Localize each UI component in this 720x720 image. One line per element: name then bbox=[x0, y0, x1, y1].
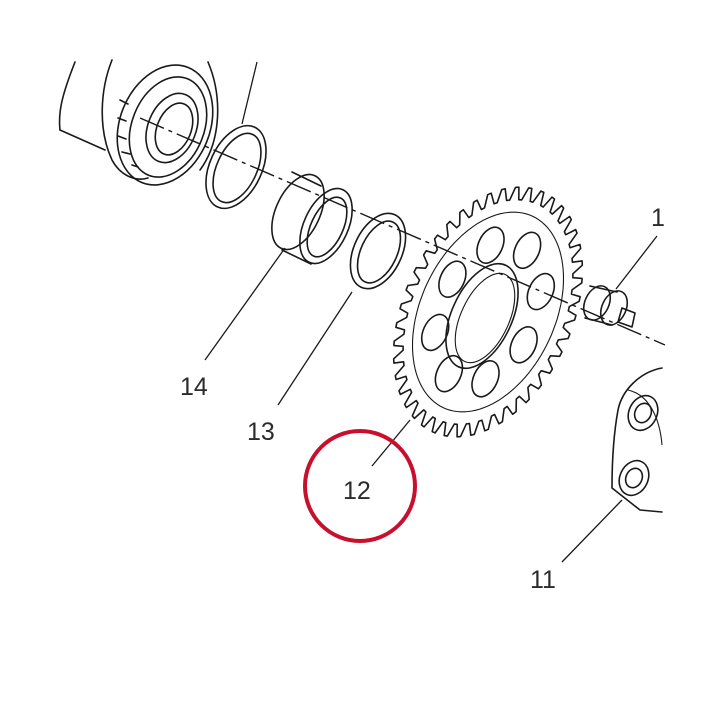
sprocket-lightening-hole bbox=[434, 354, 464, 393]
leader-line-14 bbox=[204, 247, 286, 361]
center-axis bbox=[139, 117, 666, 346]
wheel-hub bbox=[58, 59, 219, 186]
leader-line-11 bbox=[561, 499, 623, 563]
leader-line-1 bbox=[615, 235, 658, 290]
leader-line-top bbox=[241, 61, 258, 125]
spacer-ring bbox=[349, 212, 407, 290]
callout-top-right: 1 bbox=[651, 204, 665, 232]
sprocket-carrier-flange bbox=[611, 367, 663, 513]
leader-line-12 bbox=[371, 419, 411, 467]
flange-bolt bbox=[582, 285, 636, 328]
highlight-circle bbox=[303, 429, 417, 543]
spacer-bushing bbox=[271, 171, 353, 265]
sprocket-lightening-hole bbox=[476, 226, 505, 264]
sprocket-lightening-hole bbox=[509, 326, 538, 364]
sprocket-lightening-hole bbox=[471, 360, 500, 398]
sprocket-lightening-hole bbox=[512, 231, 542, 270]
leader-line-13 bbox=[277, 291, 353, 406]
sprocket-lightening-hole bbox=[438, 260, 467, 298]
rear-sprocket bbox=[392, 186, 584, 438]
sprocket-lightening-hole bbox=[526, 272, 556, 311]
circlip-ring bbox=[205, 124, 267, 210]
callout-14: 14 bbox=[180, 373, 208, 401]
sprocket-lightening-hole bbox=[420, 313, 450, 352]
callout-12: 12 bbox=[343, 477, 371, 505]
callout-11: 11 bbox=[530, 566, 556, 594]
callout-13: 13 bbox=[247, 418, 275, 446]
